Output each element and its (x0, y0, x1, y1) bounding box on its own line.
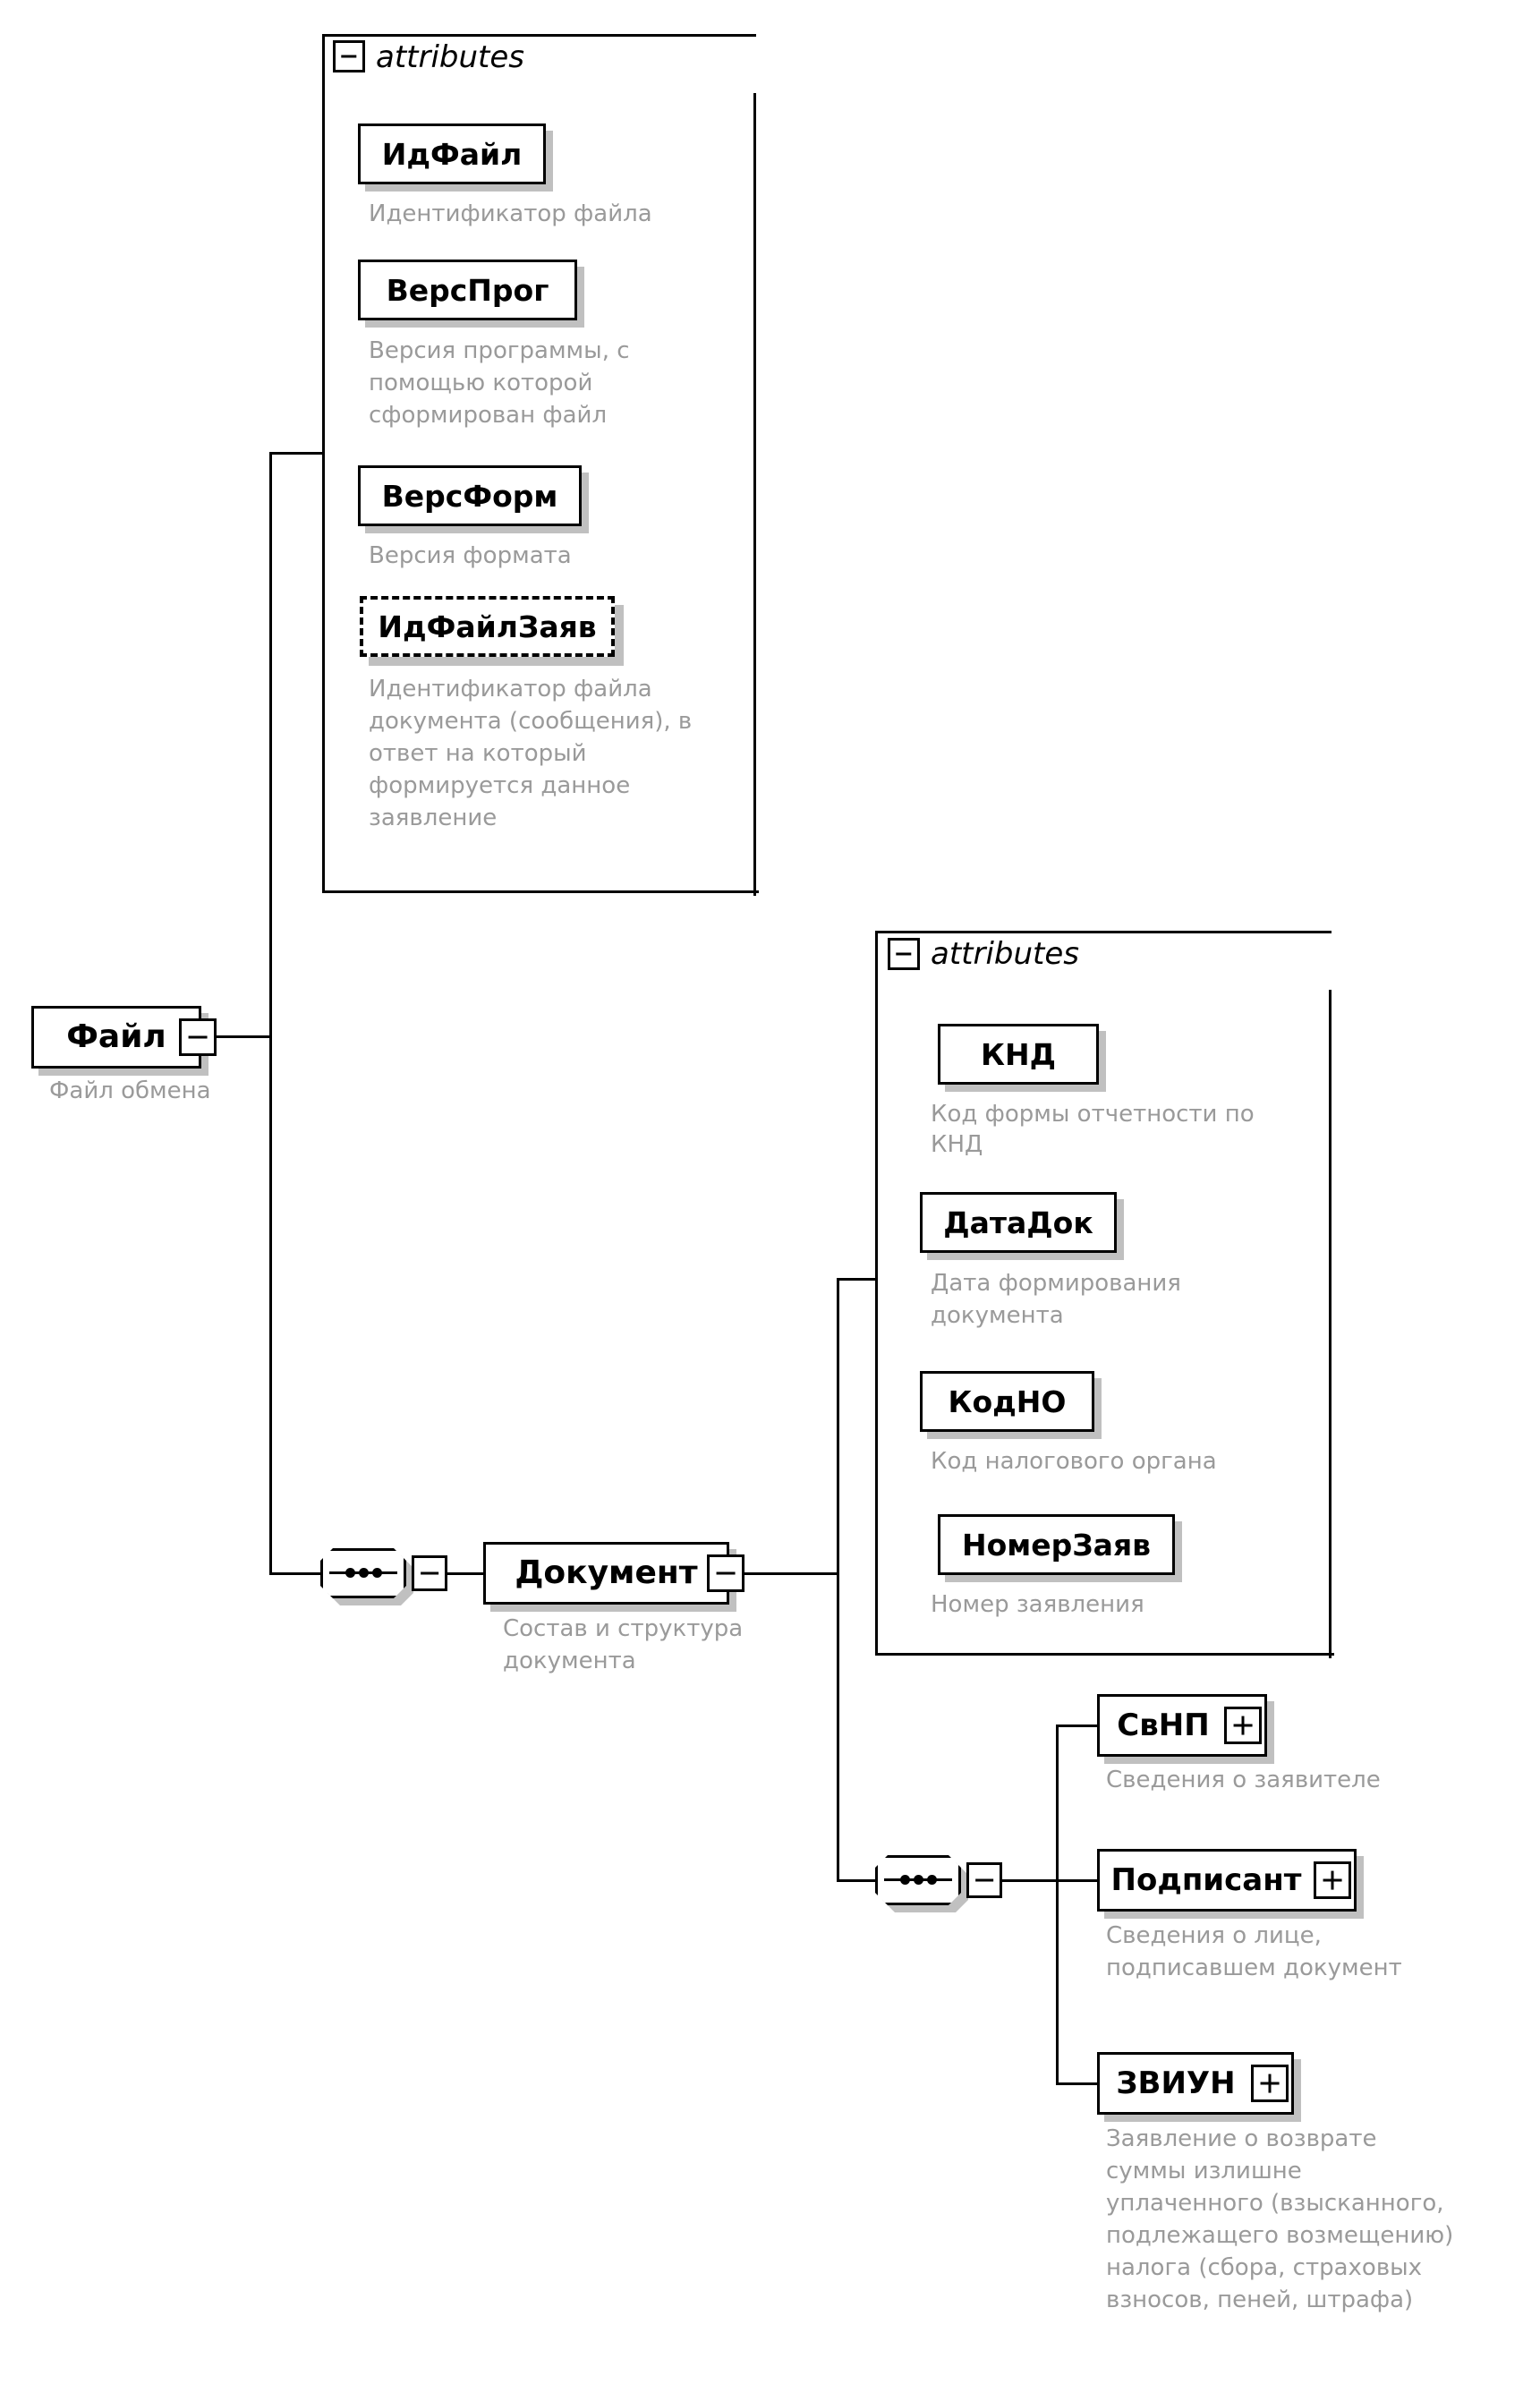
file-attributes-collapse-icon[interactable] (333, 40, 365, 72)
connector-line (447, 1572, 483, 1575)
connector-line (1056, 2082, 1099, 2085)
connector-line (837, 1278, 877, 1281)
element-description: Файл обмена (49, 1077, 211, 1104)
attribute-name: ИдФайл (381, 136, 523, 172)
element-node-fayl[interactable]: Файл (31, 1006, 201, 1069)
attribute-node-idfaylzayav[interactable]: ИдФайлЗаяв (360, 596, 615, 657)
attribute-description: Код налогового органа (931, 1448, 1217, 1475)
element-node-dokument[interactable]: Документ (483, 1542, 729, 1605)
svnp-expand-icon[interactable] (1224, 1707, 1262, 1744)
file-attributes-group (322, 34, 759, 896)
attribute-name: ДатаДок (943, 1205, 1093, 1240)
fayl-collapse-icon[interactable] (179, 1018, 217, 1056)
attribute-name: ИдФайлЗаяв (378, 609, 597, 644)
attribute-name: НомерЗаяв (961, 1527, 1152, 1563)
attribute-description: Код формы отчетности по КНД (931, 1101, 1255, 1158)
element-description: Сведения о заявителе (1106, 1767, 1381, 1793)
connector-line (1056, 1724, 1059, 2085)
attribute-description: Версия формата (369, 542, 572, 569)
document-sequence-collapse-icon[interactable] (412, 1555, 447, 1591)
attribute-name: ВерсФорм (381, 478, 558, 514)
attribute-description: Идентификатор файла (369, 200, 652, 227)
attribute-node-datadok[interactable]: ДатаДок (920, 1192, 1117, 1253)
connector-line (269, 452, 272, 1575)
dokument-collapse-icon[interactable] (707, 1554, 744, 1592)
sequence-icon-document-children[interactable] (875, 1855, 968, 1912)
attribute-description: Дата формирования документа (931, 1270, 1181, 1329)
element-name: Файл (66, 1018, 166, 1055)
attribute-description: Идентификатор файла документа (сообщения… (369, 676, 693, 831)
attribute-node-knd[interactable]: КНД (938, 1024, 1099, 1085)
zviun-expand-icon[interactable] (1251, 2065, 1289, 2102)
attribute-name: КодНО (948, 1384, 1067, 1419)
attribute-description: Номер заявления (931, 1591, 1144, 1618)
attribute-node-nomerzayav[interactable]: НомерЗаяв (938, 1514, 1175, 1575)
element-name: ЗВИУН (1116, 2065, 1236, 2101)
children-sequence-collapse-icon[interactable] (966, 1862, 1002, 1898)
connector-line (217, 1035, 272, 1038)
document-attributes-collapse-icon[interactable] (888, 938, 920, 970)
element-description: Заявление о возврате суммы излишне уплач… (1106, 2125, 1454, 2313)
attribute-node-versform[interactable]: ВерсФорм (358, 465, 582, 526)
connector-line (1056, 1724, 1099, 1727)
element-name: Подписант (1110, 1862, 1302, 1898)
connector-line (837, 1278, 839, 1882)
sequence-icon-document[interactable] (320, 1548, 413, 1605)
attribute-description: Версия программы, с помощью которой сфор… (369, 337, 630, 429)
connector-line (269, 1572, 323, 1575)
attribute-node-versprog[interactable]: ВерсПрог (358, 260, 577, 320)
attribute-node-kodno[interactable]: КодНО (920, 1371, 1094, 1432)
connector-line (1056, 1879, 1099, 1882)
connector-line (837, 1879, 877, 1882)
connector-line (1002, 1879, 1058, 1882)
element-name: Документ (515, 1554, 698, 1591)
attribute-node-idfayl[interactable]: ИдФайл (358, 123, 546, 184)
file-attributes-label: attributes (376, 39, 525, 75)
connector-line (744, 1572, 839, 1575)
attribute-name: КНД (981, 1036, 1056, 1072)
element-description: Сведения о лице, подписавшем документ (1106, 1922, 1402, 1981)
element-name: СвНП (1117, 1707, 1210, 1743)
element-description: Состав и структура документа (503, 1615, 744, 1674)
document-attributes-label: attributes (931, 936, 1080, 972)
podpisant-expand-icon[interactable] (1314, 1861, 1351, 1899)
connector-line (269, 452, 325, 455)
attribute-name: ВерсПрог (386, 272, 549, 308)
document-attributes-group (875, 931, 1334, 1658)
